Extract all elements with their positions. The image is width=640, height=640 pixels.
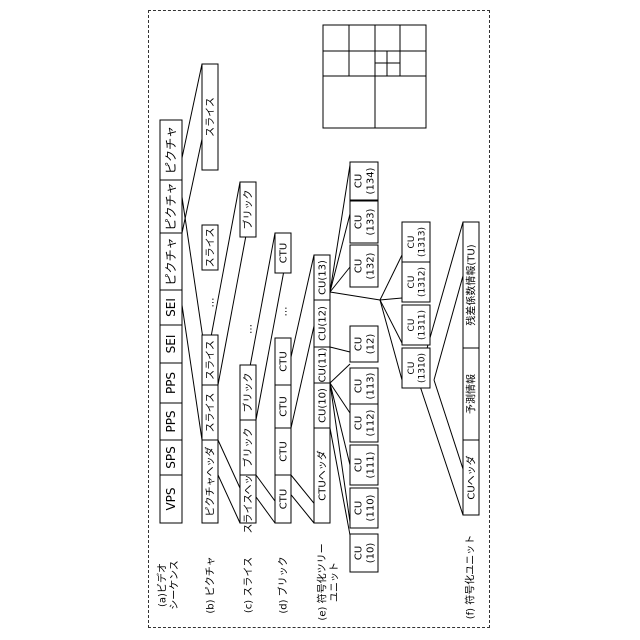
row-f-cell-0-text: CUヘッダ (465, 455, 478, 499)
row-b-cell-1-text: スライス (205, 393, 217, 433)
row-label-e: (e) 符号化ツリーユニット (316, 543, 341, 620)
row-f-cell-1-text: 予測情報 (465, 374, 478, 414)
row-a-cell-2-text: PPS (164, 410, 178, 432)
row-a-cell-0-text: VPS (164, 487, 178, 510)
row-c-cell-4-text: ブリック (242, 190, 255, 230)
row-f-cell-2-text: 残差係数情報(TU) (465, 244, 478, 325)
row-a-cell-4-text: SEI (164, 335, 178, 354)
boxes: VPSSPSPPSPPSSEISEIピクチャピクチャピクチャピクチャヘッダスライ… (160, 64, 479, 572)
row-e-cell-3-text: CU(12) (318, 306, 329, 341)
row-a-cell-8-text: ピクチャ (164, 126, 178, 174)
row-e-cell-4-text: CU(13) (318, 260, 329, 295)
row-d-cell-0-text: CTU (279, 489, 290, 509)
row-c-cell-3-text: … (244, 324, 255, 334)
row-d-cell-1-text: CTU (279, 441, 290, 461)
row-b-cell-0-text: ピクチャヘッダ (204, 447, 217, 517)
row-label-d: (d) ブリック (277, 556, 290, 613)
row-d-cell-4-text: … (279, 307, 290, 317)
row-label-c: (c) スライス (243, 557, 255, 613)
row-e-cell-2-text: CU(11) (318, 347, 329, 382)
row-c-cell-2-text: ブリック (242, 373, 255, 413)
row-a-cell-6-text: ピクチャ (164, 238, 178, 286)
row-b-cell-3-text: … (206, 298, 217, 308)
row-e-cell-1-text: CU(10) (318, 388, 329, 423)
row-a-cell-3-text: PPS (164, 372, 178, 394)
row-a-cell-5-text: SEI (164, 298, 178, 317)
row-e-cell-0-text: CTUヘッダ (316, 450, 329, 500)
row-d-cell-2-text: CTU (279, 396, 290, 416)
row-label-a: (a)ビデオシーケンス (156, 560, 181, 610)
cu-partition-grid (323, 25, 426, 128)
row-label-f: (f) 符号化ユニット (464, 535, 477, 620)
row-d-cell-5-text: CTU (279, 243, 290, 263)
row-b-cell-2-text: スライス (205, 340, 217, 380)
row-c-cell-1-text: ブリック (242, 428, 255, 468)
row-a-cell-1-text: SPS (164, 446, 178, 468)
row-a-cell-7-text: ピクチャ (164, 183, 178, 231)
row-label-b: (b) ピクチャ (205, 556, 217, 613)
row-b-cell-4-text: スライス (205, 97, 217, 137)
row-d-cell-3-text: CTU (279, 351, 290, 371)
row-b-cell-4-text: スライス (205, 228, 217, 268)
